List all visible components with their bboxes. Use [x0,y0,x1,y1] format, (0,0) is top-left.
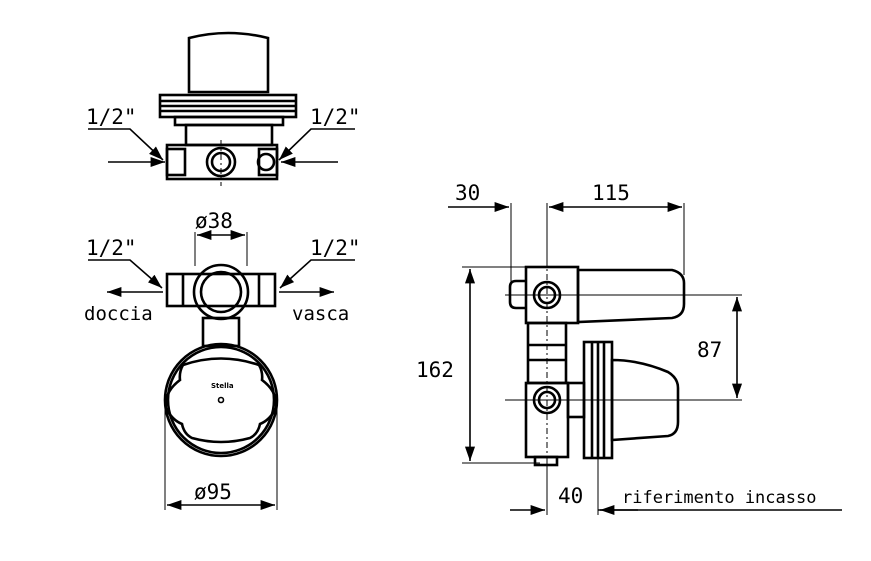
side-lower-handle [610,358,680,442]
top-view: 1/2" 1/2" [86,31,361,186]
dim-87: 87 [697,338,722,362]
side-upper-handle [576,268,686,324]
top-port-center [205,146,237,178]
front-outlet-left-name: doccia [84,303,153,325]
dim-30: 30 [455,181,480,205]
dim-diameter-38: ø38 [195,209,233,233]
front-view: ø38 Stella ø95 1/2" 1/2" doccia vasca [84,209,361,511]
front-plate [163,342,279,458]
front-handle-shape [164,357,278,444]
top-inlet-right-label: 1/2" [310,105,361,129]
front-outlet-right-name: vasca [292,303,349,325]
top-port-right [256,152,276,172]
top-inlet-left-label: 1/2" [86,105,137,129]
reference-label: riferimento incasso [622,488,816,508]
front-outlet-left-size: 1/2" [86,236,137,260]
side-view: 30 115 162 87 40 riferimento incasso [416,181,842,516]
dim-40: 40 [558,484,583,508]
front-logo: Stella [211,382,234,390]
front-arms [165,272,277,308]
top-handle [187,31,270,94]
dim-diameter-95: ø95 [194,480,232,504]
dim-115: 115 [592,181,630,205]
front-outlet-right-size: 1/2" [310,236,361,260]
front-screw [217,396,225,404]
dim-162: 162 [416,358,454,382]
